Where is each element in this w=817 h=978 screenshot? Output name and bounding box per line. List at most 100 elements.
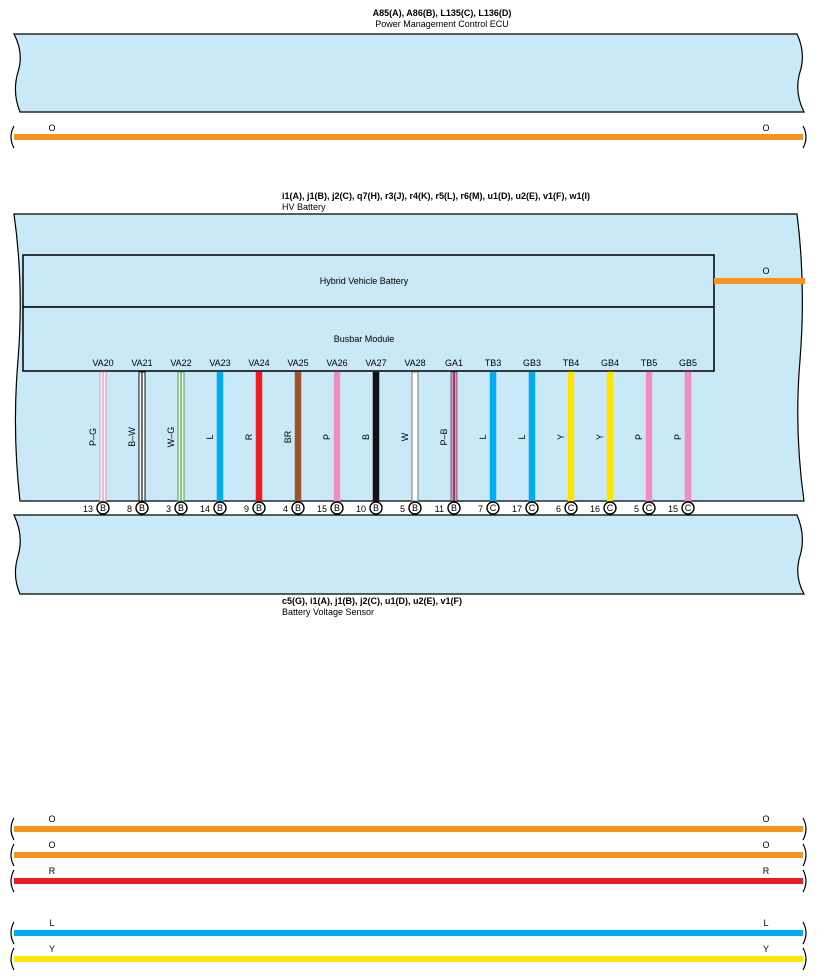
wire-break-right [802, 947, 807, 971]
wire-break-right [802, 921, 807, 945]
connector-letter: B [100, 503, 106, 513]
pin-number: 7 [478, 504, 483, 514]
sensor-subtitle: Battery Voltage Sensor [282, 607, 374, 617]
connector-letter: C [529, 503, 536, 513]
connector-circle [603, 501, 617, 515]
sensor-panel [13, 514, 806, 595]
wire [528, 371, 536, 502]
connector-letter: C [568, 503, 575, 513]
wire-color-label: W [400, 432, 410, 441]
busbar-module-box [22, 306, 715, 372]
connector-circle [447, 501, 461, 515]
wire-line [14, 956, 803, 962]
terminal-name: GA1 [445, 358, 463, 368]
wire-label-right: Y [763, 944, 769, 954]
wire-color-label: B–W [127, 427, 137, 447]
wire [216, 371, 224, 502]
connector-letter: C [646, 503, 653, 513]
wire-color-label: Y [595, 434, 605, 440]
connector-circle [135, 501, 149, 515]
connector-circle [369, 501, 383, 515]
connector-letter: B [178, 503, 184, 513]
pin-number: 8 [127, 504, 132, 514]
wire-line [14, 930, 803, 936]
wire-color-label: P [634, 434, 644, 440]
wire-color-label: Y [556, 434, 566, 440]
connector-circle [252, 501, 266, 515]
wire-line [14, 826, 803, 832]
ecu-wire-right-break [802, 125, 807, 149]
pin-number: 13 [83, 504, 93, 514]
wire-break-left [10, 869, 15, 893]
pin-number: 4 [283, 504, 288, 514]
connector-circle [291, 501, 305, 515]
connector-circle [486, 501, 500, 515]
hv-battery-output-wire [714, 278, 805, 284]
terminal-wires: VA20P–G13BVA20VA21B–W8BVA21VA22W–G3BVA22… [83, 358, 697, 528]
terminal-name: GB3 [523, 358, 541, 368]
wire-label-right: O [762, 840, 769, 850]
connector-circle [642, 501, 656, 515]
connector-letter: B [412, 503, 418, 513]
connector-letter: B [295, 503, 301, 513]
wire [606, 371, 614, 502]
terminal-name: GB5 [679, 358, 697, 368]
wire-break-right [802, 817, 807, 841]
connector-circle [525, 501, 539, 515]
wire-color-label: P–G [88, 428, 98, 446]
terminal-name: TB3 [485, 358, 502, 368]
wire-label-left: O [48, 840, 55, 850]
wire-color-label: L [478, 434, 488, 439]
wire [372, 371, 380, 502]
connector-circle [213, 501, 227, 515]
pin-number: 15 [317, 504, 327, 514]
wire-color-label: P [322, 434, 332, 440]
connector-letter: B [256, 503, 262, 513]
connector-letter: B [373, 503, 379, 513]
connector-letter: C [490, 503, 497, 513]
wire [294, 371, 302, 502]
pin-number: 16 [590, 504, 600, 514]
wire [684, 371, 692, 502]
sensor-title: c5(G), i1(A), j1(B), j2(C), u1(D), u2(E)… [282, 596, 462, 606]
ecu-output-wire [14, 134, 803, 140]
terminal-name: VA27 [365, 358, 386, 368]
pin-number: 14 [200, 504, 210, 514]
connector-circle [174, 501, 188, 515]
connector-letter: B [334, 503, 340, 513]
wire-label-left: L [49, 918, 54, 928]
wire-break-left [10, 817, 15, 841]
wire-break-right [802, 843, 807, 867]
wire-line [14, 852, 803, 858]
wire [255, 371, 263, 502]
terminal-name: VA20 [92, 358, 113, 368]
connector-letter: B [139, 503, 145, 513]
terminal-name: VA25 [287, 358, 308, 368]
wire-color-label: B [361, 434, 371, 440]
wire-label-left: Y [49, 944, 55, 954]
pin-number: 10 [356, 504, 366, 514]
hv-battery-output-label: O [762, 266, 769, 276]
wire-line [14, 878, 803, 884]
ecu-wire-label-right: O [762, 123, 769, 133]
connector-letter: C [607, 503, 614, 513]
terminal-name: VA21 [131, 358, 152, 368]
terminal-name: VA24 [248, 358, 269, 368]
ecu-title: A85(A), A86(B), L135(C), L136(D) [373, 8, 512, 18]
wire [567, 371, 575, 502]
wire-label-left: R [49, 866, 56, 876]
ecu-subtitle: Power Management Control ECU [375, 19, 509, 29]
wire-color-label: P [673, 434, 683, 440]
wire [489, 371, 497, 502]
pin-number: 9 [244, 504, 249, 514]
connector-circle [408, 501, 422, 515]
connector-letter: B [217, 503, 223, 513]
ecu-panel [13, 33, 805, 113]
wire-color-label: L [517, 434, 527, 439]
terminal-name: VA26 [326, 358, 347, 368]
